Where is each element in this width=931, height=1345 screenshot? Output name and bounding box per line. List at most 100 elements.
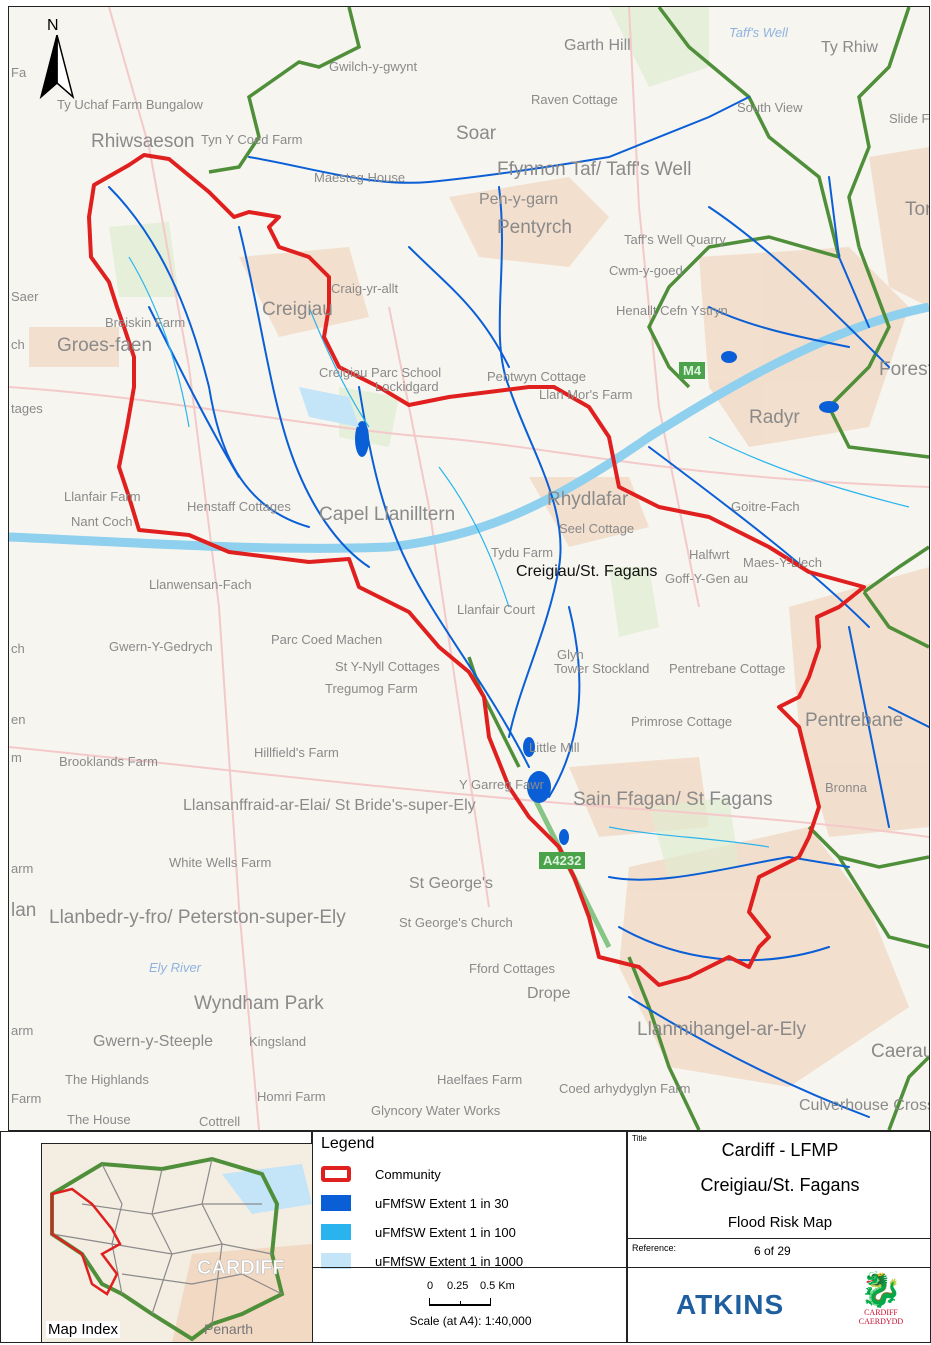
place-label: Craig-yr-allt <box>331 281 399 296</box>
place-label: Y Garreg Fawr <box>459 777 545 792</box>
a4232-road-label: A4232 <box>539 852 586 869</box>
north-arrow-icon <box>39 35 75 100</box>
place-label: Llanfair Court <box>457 602 536 617</box>
place-label: Taff's Well <box>729 25 788 40</box>
map-index-label: Map Index <box>46 1321 121 1338</box>
place-label: Tydu Farm <box>491 545 554 560</box>
place-label: Brooklands Farm <box>59 754 158 769</box>
title-panel: Title Cardiff - LFMP Creigiau/St. Fagans… <box>627 1131 931 1343</box>
place-label: Creigiau Parc School <box>319 365 442 380</box>
place-label: Pentwyn Cottage <box>487 369 587 384</box>
place-label: Pentrebane <box>805 710 904 731</box>
scale-tick-05: 0.5 Km <box>480 1280 515 1292</box>
scale-bar-area: 0 0.25 0.5 Km Scale (at A4): 1:40,000 <box>313 1267 628 1345</box>
place-label: Coed arhydyglyn Farm <box>559 1081 691 1096</box>
legend-title: Legend <box>321 1135 375 1152</box>
place-label: Gwilch-y-gwynt <box>329 59 418 74</box>
place-label: Nant Coch <box>71 514 133 529</box>
place-label: Gwern-y-Steeple <box>93 1033 214 1050</box>
legend-label-extent-30: uFMfSW Extent 1 in 30 <box>375 1195 509 1211</box>
legend-swatch-community <box>321 1166 351 1182</box>
place-label: Hillfield's Farm <box>254 745 339 760</box>
place-label: Farm <box>11 1091 42 1106</box>
flood-pools <box>355 351 839 845</box>
place-label: Culverhouse Cross <box>799 1097 930 1114</box>
place-label: Raven Cottage <box>531 92 618 107</box>
place-label: Pentyrch <box>497 217 572 238</box>
title-map-type: Flood Risk Map <box>727 1214 833 1231</box>
north-arrow: N <box>37 17 77 100</box>
atkins-logo: ATKINS <box>676 1289 785 1320</box>
place-label: Henallt Cefn Ystryn <box>616 303 728 318</box>
reference-row: Reference: 6 of 29 <box>628 1238 931 1268</box>
place-label: Tor <box>905 199 930 220</box>
place-label: arm <box>11 1023 34 1038</box>
index-penarth-label: Penarth <box>204 1321 253 1337</box>
legend-label-extent-100: uFMfSW Extent 1 in 100 <box>375 1224 516 1240</box>
place-label: m <box>11 750 22 765</box>
place-label: White Wells Farm <box>169 855 272 870</box>
dragon-icon: 🐉 <box>859 1271 903 1309</box>
place-label: Ty Uchaf Farm Bungalow <box>57 97 203 112</box>
title-tag: Title <box>632 1134 647 1143</box>
place-label: Homri Farm <box>257 1089 326 1104</box>
place-label: Wyndham Park <box>194 993 324 1014</box>
place-label: Kingsland <box>249 1034 307 1049</box>
place-label: Primrose Cottage <box>631 714 733 729</box>
place-label: Llanwensan-Fach <box>149 577 252 592</box>
reference-tag: Reference: <box>632 1243 677 1253</box>
title-main: Cardiff - LFMP <box>721 1140 839 1160</box>
place-label: St George's <box>409 875 493 892</box>
index-map-graphics: CARDIFF Penarth <box>42 1144 312 1342</box>
place-label: Rhydlafar <box>547 489 629 510</box>
legend-item-extent-1000: uFMfSW Extent 1 in 1000 <box>321 1253 523 1269</box>
cardiff-council-logo: 🐉 CARDIFF CAERDYDD <box>840 1272 922 1342</box>
flood-extent-1-in-1000 <box>299 387 359 427</box>
flood-extent-1-in-30 <box>108 96 929 1118</box>
map-graphics <box>9 7 929 1130</box>
place-label: Glyncory Water Works <box>371 1103 501 1118</box>
place-label: South View <box>737 100 803 115</box>
place-label: Llanmihangel-ar-Ely <box>637 1019 806 1040</box>
place-label: The Highlands <box>65 1072 149 1087</box>
legend-label-community: Community <box>375 1166 441 1182</box>
caerdydd-logo-text: CAERDYDD <box>858 1317 904 1326</box>
map-index-inset[interactable]: CARDIFF Penarth Map Index <box>41 1143 313 1343</box>
place-label: ch <box>11 337 25 352</box>
place-label: Llan Mor's Farm <box>539 387 633 402</box>
place-label: arm <box>11 861 34 876</box>
place-label: Sain Ffagan/ St Fagans <box>573 789 773 810</box>
map-index-panel: CARDIFF Penarth Map Index <box>0 1131 313 1343</box>
cardiff-logo-text: CARDIFF <box>864 1308 898 1317</box>
place-label: Groes-faen <box>57 335 153 356</box>
legend-item-community: Community <box>321 1166 441 1182</box>
place-label: Henstaff Cottages <box>187 499 291 514</box>
place-label: Capel Llanilltern <box>319 504 456 525</box>
place-label: Tyn Y Coed Farm <box>201 132 303 147</box>
place-label: St George's Church <box>399 915 513 930</box>
place-label: Caerau <box>871 1041 930 1062</box>
place-label: Slide Fa <box>889 111 930 126</box>
place-label: Llanbedr-y-fro/ Peterston-super-Ely <box>49 907 346 928</box>
place-label: Fa <box>11 65 27 80</box>
place-label: Soar <box>456 123 497 144</box>
legend-swatch-extent-30 <box>321 1195 351 1211</box>
place-label: Saer <box>11 289 39 304</box>
place-label: Cwm-y-goed <box>609 263 683 278</box>
place-label: Ty Rhiw <box>821 39 878 56</box>
place-label: Rhiwsaeson <box>91 131 195 152</box>
place-label: Tower Stockland <box>554 661 650 676</box>
flood-extent-1-in-100 <box>128 256 910 848</box>
scale-bar <box>429 1298 491 1306</box>
title-community: Creigiau/St. Fagans <box>700 1175 860 1195</box>
place-label: lan <box>11 900 37 921</box>
legend-label-extent-1000: uFMfSW Extent 1 in 1000 <box>375 1253 524 1269</box>
place-label: Fford Cottages <box>469 961 555 976</box>
legend-panel: Legend Community uFMfSW Extent 1 in 30 u… <box>312 1131 628 1345</box>
place-label: Ffynnon Taf/ Taff's Well <box>497 159 692 180</box>
place-label: Lockidgard <box>375 379 439 394</box>
place-label: Tregumog Farm <box>325 681 418 696</box>
creigiau-st-fagans-boundary <box>87 153 866 987</box>
scale-text: Scale (at A4): 1:40,000 <box>409 1314 532 1328</box>
